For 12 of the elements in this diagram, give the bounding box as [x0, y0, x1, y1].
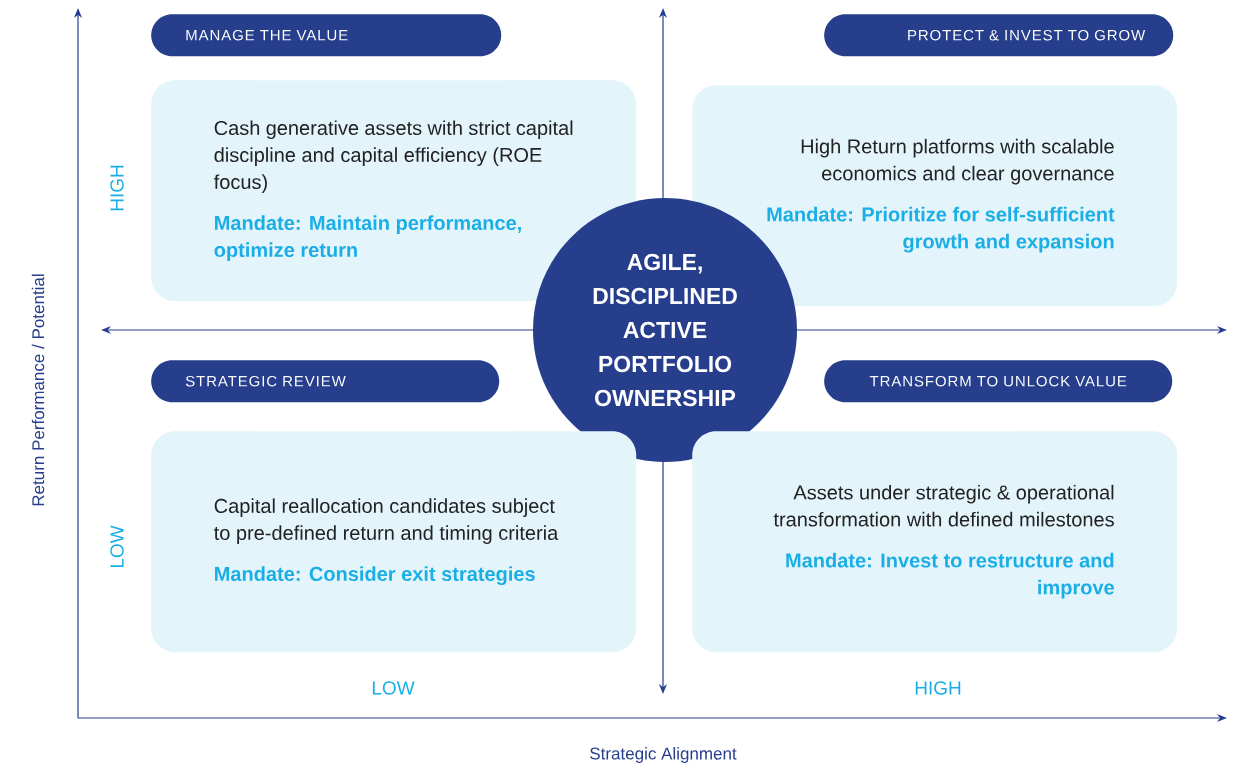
- axis-level-label: LOW: [372, 681, 415, 695]
- axis-level-label: HIGH: [110, 165, 124, 211]
- heading-pill: TRANSFORM TO UNLOCK VALUE: [824, 360, 1173, 403]
- axis-level-label: LOW: [110, 525, 124, 568]
- heading-pill: MANAGE THE VALUE: [151, 14, 502, 57]
- axis-title: Strategic Alignment: [590, 747, 737, 763]
- axis-title: Return Performance / Potential: [31, 274, 45, 506]
- heading-pill: STRATEGIC REVIEW: [151, 360, 500, 403]
- axis-level-label: HIGH: [915, 681, 961, 695]
- quadrant-box: Assets under strategic & operational transformation with defined milestones Mandate: Invest to restructure and improve: [692, 431, 1178, 653]
- quadrant-box: Capital reallocation candidates subject to pre-defined return and timing criteria Mandate: Consider exit strategies: [151, 431, 637, 653]
- heading-pill: PROTECT & INVEST TO GROW: [824, 14, 1174, 57]
